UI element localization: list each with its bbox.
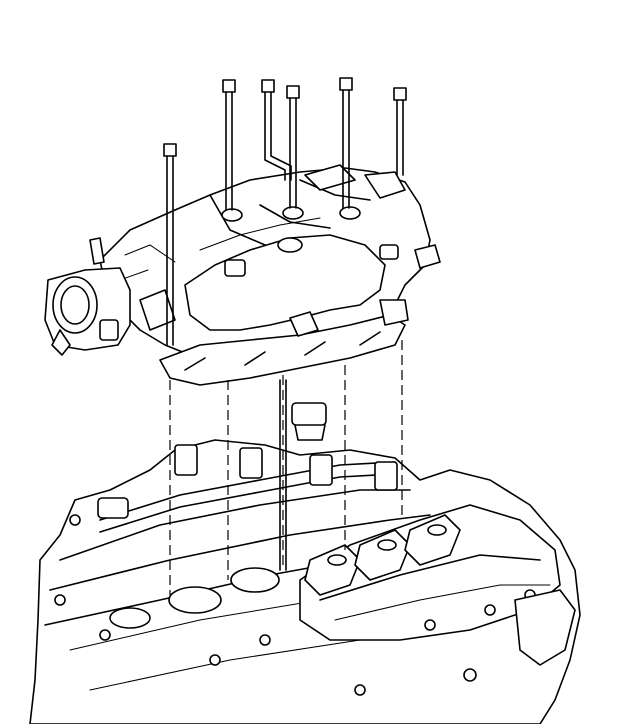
ignition-coils (304, 514, 461, 596)
throttle-body (44, 237, 131, 356)
engine-cylinder-head (29, 402, 581, 724)
intake-manifold (99, 164, 441, 386)
alignment-lines (169, 340, 403, 595)
bolt-5 (339, 77, 353, 209)
bolt-4 (286, 85, 300, 209)
bolt-6 (393, 87, 407, 176)
bolt-2 (222, 79, 236, 211)
head-fasteners (54, 514, 547, 696)
bolt-3 (261, 79, 292, 181)
manifold-bolts (163, 77, 407, 346)
bolt-1 (163, 143, 177, 346)
